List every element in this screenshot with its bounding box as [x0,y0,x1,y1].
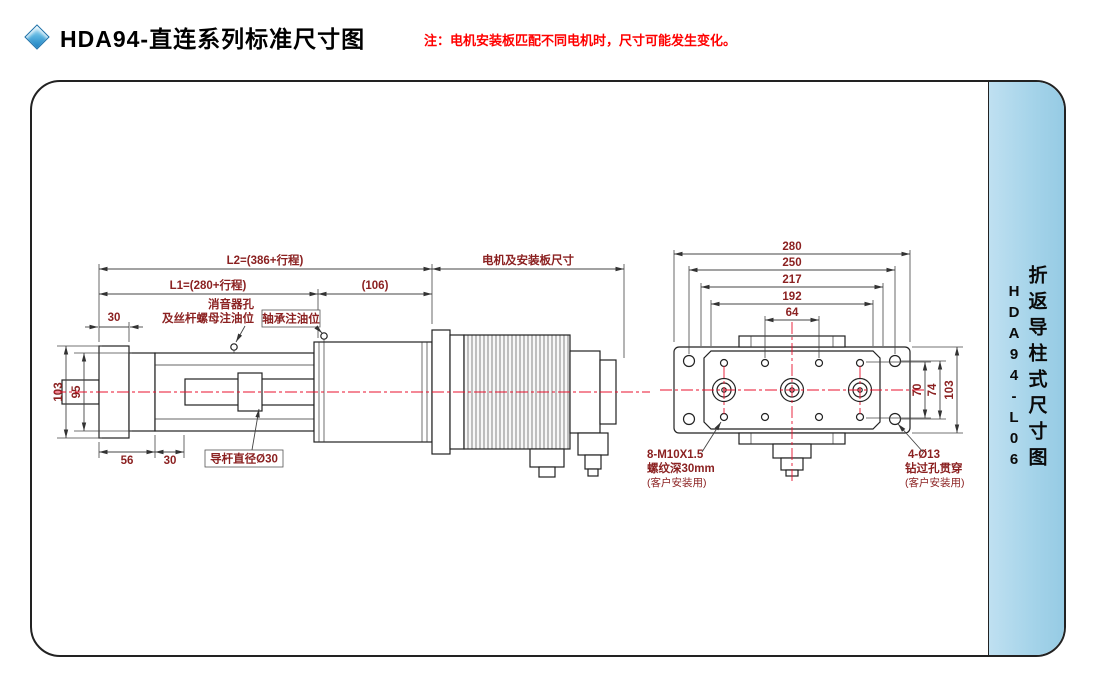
bearing-oil-label-text: 轴承注油位 [262,312,320,326]
dim-103-right-text: 103 [944,380,956,399]
thread-label-line3: (客户安装用) [647,476,707,489]
corner-hole [682,412,696,426]
dimension-30-bottom: 30 [155,449,184,467]
dimension-motor-plate: 电机及安装板尺寸 [432,253,624,272]
dimension-192: 192 [711,291,873,307]
muffler-label: 消音器孔 及丝杆螺母注油位 [162,297,254,343]
through-holes-label: 4-Ø13 钻过孔贯穿 (客户安装用) [897,423,965,489]
dimension-280: 280 [674,241,910,257]
power-connector [529,448,565,468]
plate-boss-outline [703,350,881,430]
actuator-body [61,332,433,443]
page-title: HDA94-直连系列标准尺寸图 [60,26,366,52]
corner-hole [682,354,696,368]
power-plug [538,466,556,478]
encoder-plug [584,454,602,470]
hole-label-line3: (客户安装用) [905,476,965,489]
side-panel-tab: 折返导柱式尺寸图 HDA94-L06 [988,82,1064,655]
muffler-label-line1: 消音器孔 [208,297,254,311]
note-text: 注：电机安装板匹配不同电机时，尺寸可能发生变化。 [424,33,737,48]
dim-106-text: (106) [362,280,389,292]
technical-drawing: L2=(386+行程) L1=(280+行程) (106) 电机及安装板尺寸 3… [53,241,965,489]
dim-l2-text: L2=(386+行程) [227,253,304,267]
dim-64-text: 64 [786,307,799,319]
drawing-box: L2=(386+行程) L1=(280+行程) (106) 电机及安装板尺寸 3… [30,80,1066,657]
thread-label-line2: 螺纹深30mm [647,461,715,475]
dimension-l2: L2=(386+行程) [99,253,432,272]
grease-fitting-icon [230,343,238,351]
bearing-oil-label: 轴承注油位 [261,309,323,334]
plate-centerlines [660,322,924,482]
plate-view-drawing: 280 250 217 192 64 70 [647,241,965,489]
rod-diameter-label: 导杆直径Ø30 [204,408,284,468]
dimension-l1: L1=(280+行程) [99,278,318,297]
side-view-drawing: L2=(386+行程) L1=(280+行程) (106) 电机及安装板尺寸 3… [53,253,650,478]
dim-74-text: 74 [927,383,939,396]
dim-250-text: 250 [782,257,801,269]
rod-diameter-label-text: 导杆直径Ø30 [210,452,278,466]
panel-series-label: 折返导柱式尺寸图 [1025,264,1047,473]
motor-plate-dim-text: 电机及安装板尺寸 [482,253,574,267]
side-panel-vertical-text: 折返导柱式尺寸图 HDA94-L06 [1004,265,1050,473]
thread-label-line1: 8-M10X1.5 [647,449,704,461]
dim-30-top-text: 30 [108,312,121,324]
bearing-grease-fitting-icon [320,332,328,340]
encoder-connector [577,432,609,456]
dim-192-text: 192 [782,291,801,303]
dimension-30-top: 30 [85,312,143,330]
encoder-plug-tip [587,468,599,477]
thread-holes-label: 8-M10X1.5 螺纹深30mm (客户安装用) [647,421,722,489]
motor-assembly [431,329,617,478]
dim-30-bottom-text: 30 [164,455,177,467]
dim-217-text: 217 [782,274,801,286]
panel-model-label: HDA94-L06 [1005,282,1023,472]
dim-280-text: 280 [782,241,801,253]
dim-56-text: 56 [121,455,134,467]
hole-label-line1: 4-Ø13 [908,449,940,461]
dimension-103-right: 103 [944,347,960,433]
hole-label-line2: 钻过孔贯穿 [905,461,963,475]
dimension-64: 64 [765,307,819,323]
dimension-217: 217 [701,274,883,290]
muffler-label-line2: 及丝杆螺母注油位 [162,311,254,325]
dimension-56-bottom: 56 [99,449,155,467]
dim-l1-text: L1=(280+行程) [170,278,247,292]
header: HDA94-直连系列标准尺寸图 [24,20,366,54]
dimension-250: 250 [689,257,895,273]
dimension-106: (106) [318,280,432,297]
diamond-icon [24,24,50,50]
dimension-74: 74 [927,361,943,419]
plate-extension-lines [673,250,963,434]
